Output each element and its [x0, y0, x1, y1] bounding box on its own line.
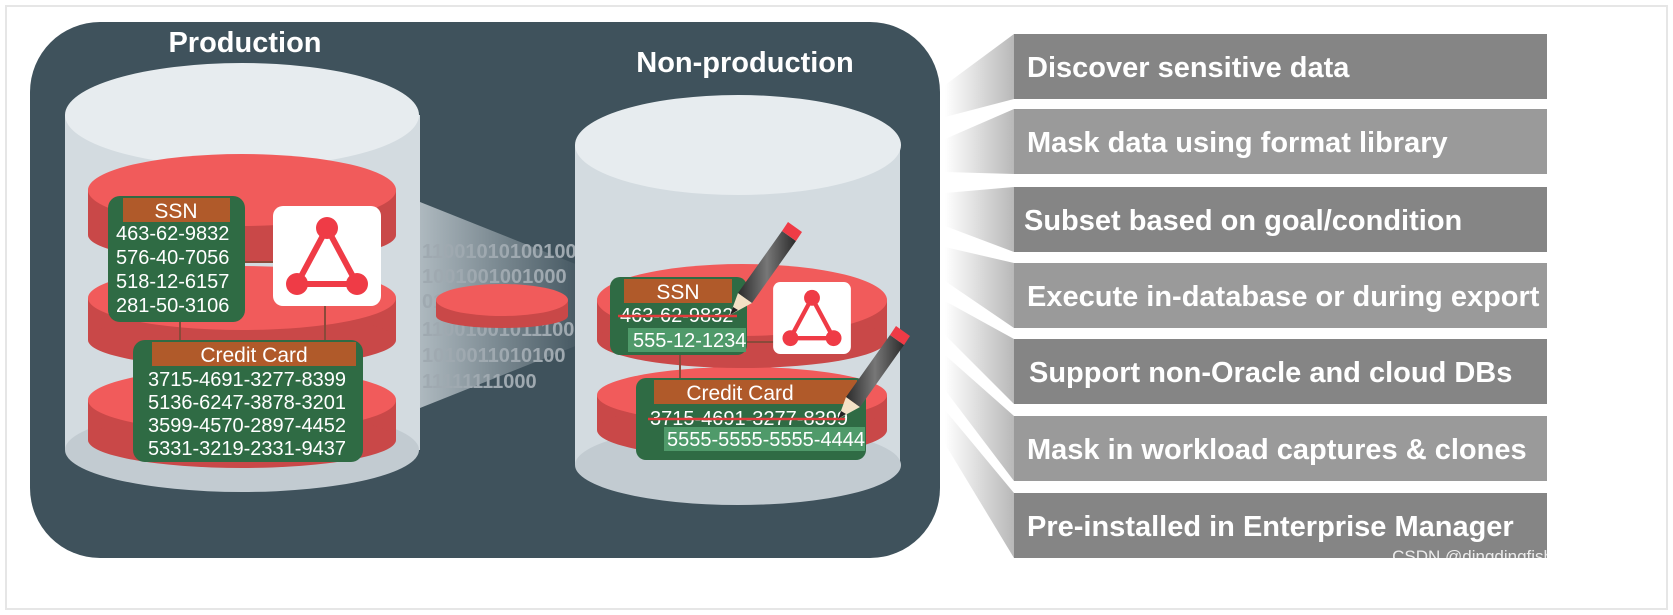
production-ssn-label: SSN [154, 200, 197, 223]
feature-list: Discover sensitive data Mask data using … [945, 34, 1547, 558]
production-credit-card-label: Credit Card [200, 344, 307, 367]
nonproduction-database: SSN 463-62-9832 555-12-1234 Credit Card … [575, 95, 910, 505]
production-ssn-value: 463-62-9832 [116, 223, 229, 245]
feature-label: Subset based on goal/condition [1024, 205, 1462, 237]
feature-label: Support non-Oracle and cloud DBs [1029, 357, 1512, 389]
feature-label: Execute in-database or during export [1027, 281, 1540, 313]
production-credit-card-value: 5331-3219-2331-9437 [148, 438, 346, 460]
feature-label: Mask in workload captures & clones [1027, 434, 1527, 466]
production-ssn-value: 518-12-6157 [116, 271, 229, 293]
feature-bar [1014, 187, 1547, 252]
production-credit-card-value: 3715-4691-3277-8399 [148, 369, 346, 391]
binary-stream: 1001001001000 [422, 266, 567, 288]
watermark: CSDN @dingdingfish [1392, 547, 1553, 566]
feature-bar [1014, 263, 1547, 328]
nonproduction-title: Non-production [636, 47, 853, 79]
production-ssn-value: 281-50-3106 [116, 295, 229, 317]
nonproduction-credit-card-masked: 5555-5555-5555-4444 [667, 429, 865, 451]
binary-stream: 11111111000 [422, 371, 537, 393]
nonproduction-ssn-label: SSN [656, 281, 699, 304]
production-database: SSN 463-62-9832 576-40-7056 518-12-6157 … [65, 63, 420, 492]
masking-triangle-icon [273, 206, 381, 306]
production-title: Production [168, 27, 321, 59]
masking-triangle-icon [773, 282, 851, 354]
nonproduction-ssn-masked: 555-12-1234 [633, 330, 746, 352]
production-ssn-card [108, 196, 245, 322]
production-credit-card-card [133, 340, 363, 462]
binary-stream: 1010011010100 [422, 345, 566, 367]
nonproduction-credit-card-label: Credit Card [686, 382, 793, 405]
feature-label: Pre-installed in Enterprise Manager [1027, 511, 1514, 543]
production-credit-card-value: 3599-4570-2897-4452 [148, 415, 346, 437]
data-transfer-beam: 11001010100100 1001001001000 01 11001001… [420, 202, 578, 408]
production-ssn-value: 576-40-7056 [116, 247, 229, 269]
feature-bar [1014, 109, 1547, 174]
feature-bar [1014, 416, 1547, 481]
feature-label: Discover sensitive data [1027, 52, 1350, 84]
feature-bar [1014, 493, 1547, 558]
feature-bar [1014, 339, 1547, 404]
feature-label: Mask data using format library [1027, 127, 1448, 159]
production-credit-card-value: 5136-6247-3878-3201 [148, 392, 346, 414]
feature-bar [1014, 34, 1547, 99]
binary-stream: 11001010100100 [422, 241, 577, 263]
